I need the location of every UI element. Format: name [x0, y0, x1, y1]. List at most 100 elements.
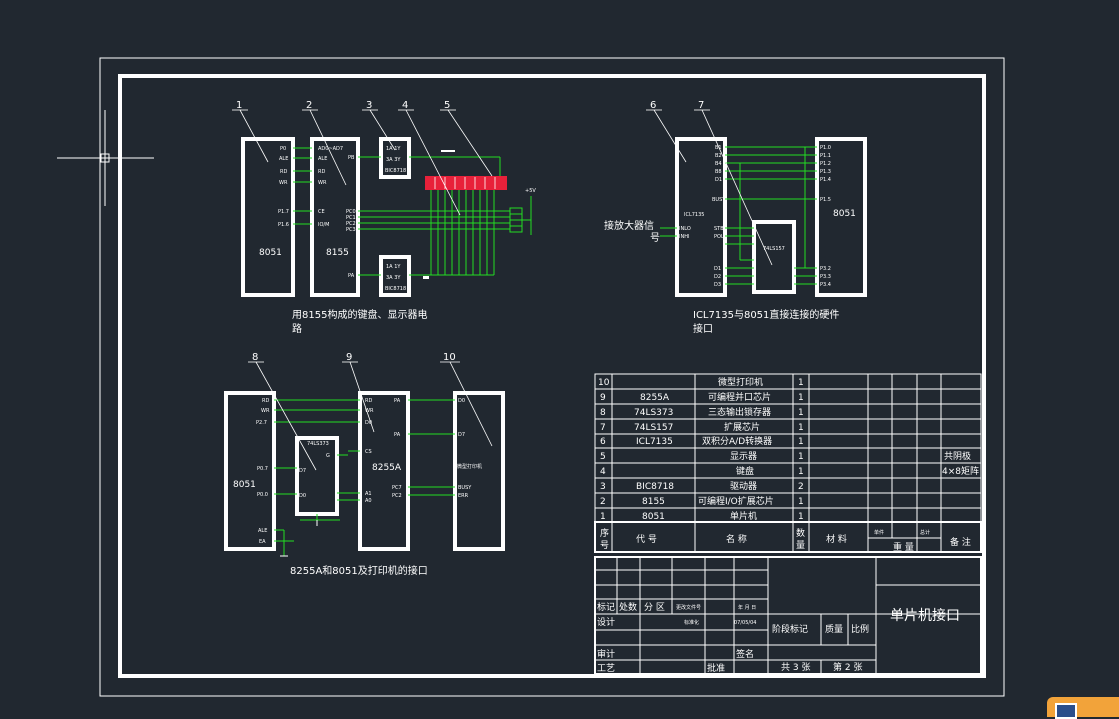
- svg-text:2: 2: [600, 497, 606, 507]
- crosshair-cursor: [57, 110, 154, 206]
- svg-text:BUSY: BUSY: [458, 485, 472, 491]
- svg-text:设计: 设计: [597, 616, 615, 628]
- chip-74ls373[interactable]: [295, 436, 339, 516]
- svg-text:74LS373: 74LS373: [307, 441, 329, 447]
- svg-text:三态输出锁存器: 三态输出锁存器: [708, 406, 771, 418]
- svg-text:8: 8: [600, 408, 606, 418]
- circuit-adc: ICL7135 B1 B2 B4 B8 D1 BUSY STB POL D1 D…: [604, 137, 867, 335]
- svg-text:键盘: 键盘: [736, 465, 754, 477]
- svg-text:总计: 总计: [920, 529, 930, 536]
- svg-text:D2: D2: [714, 274, 721, 280]
- bom-table[interactable]: [594, 373, 982, 553]
- svg-text:PA: PA: [394, 432, 401, 438]
- svg-text:8155: 8155: [326, 248, 349, 258]
- svg-text:5: 5: [600, 452, 606, 462]
- svg-text:2: 2: [798, 482, 804, 492]
- svg-text:1: 1: [798, 497, 804, 507]
- keyboard-matrix[interactable]: [358, 156, 532, 276]
- svg-text:驱动器: 驱动器: [730, 481, 757, 492]
- chip-8051-c[interactable]: [224, 391, 276, 551]
- svg-text:ERR: ERR: [458, 493, 469, 499]
- svg-text:1: 1: [798, 423, 804, 433]
- svg-text:1: 1: [798, 393, 804, 403]
- svg-text:显示器: 显示器: [730, 451, 757, 462]
- svg-text:8051: 8051: [233, 480, 256, 490]
- svg-text:1: 1: [798, 378, 804, 388]
- svg-text:EA: EA: [259, 539, 266, 545]
- svg-text:P0.0: P0.0: [257, 492, 268, 498]
- svg-text:3: 3: [366, 100, 372, 111]
- svg-text:量: 量: [796, 540, 805, 551]
- chip-bic8718-bottom[interactable]: [379, 255, 411, 297]
- seven-segment-display[interactable]: [425, 176, 507, 190]
- svg-text:3A 3Y: 3A 3Y: [386, 275, 401, 281]
- svg-text:WR: WR: [318, 180, 327, 186]
- chip-8051-a[interactable]: [241, 137, 295, 297]
- svg-text:分 区: 分 区: [644, 602, 665, 613]
- svg-text:7: 7: [698, 100, 704, 111]
- svg-text:RD: RD: [280, 169, 287, 175]
- svg-text:审计: 审计: [597, 648, 615, 660]
- svg-text:材 料: 材 料: [826, 533, 847, 545]
- svg-text:可编程并口芯片: 可编程并口芯片: [708, 391, 771, 403]
- svg-text:CS: CS: [365, 449, 372, 455]
- svg-text:更改文件号: 更改文件号: [676, 604, 701, 611]
- chip-icl7135[interactable]: [675, 137, 727, 297]
- svg-text:G: G: [326, 453, 330, 459]
- svg-text:工艺: 工艺: [597, 663, 615, 674]
- title-block-text: 单片机接口 标记 处数 分 区 更改文件号 年 月 日 设计 标准化 07/05…: [597, 601, 960, 674]
- svg-text:D7: D7: [299, 468, 306, 474]
- svg-text:1: 1: [798, 408, 804, 418]
- svg-text:P1.2: P1.2: [820, 161, 831, 167]
- svg-text:BUSY: BUSY: [712, 197, 726, 203]
- svg-text:比例: 比例: [851, 623, 869, 635]
- svg-text:8051: 8051: [833, 209, 856, 219]
- svg-text:WR: WR: [261, 408, 270, 414]
- svg-text:+5V: +5V: [525, 188, 536, 194]
- inner-frame-border: [118, 74, 986, 678]
- svg-text:PA: PA: [348, 273, 355, 279]
- outer-sheet-border: [99, 57, 1005, 697]
- svg-text:A1: A1: [365, 491, 372, 497]
- title-block[interactable]: [594, 556, 982, 675]
- svg-text:6: 6: [600, 437, 606, 447]
- circuit-keyboard-display: 8051 P0 ALE RD WR P1.7 P1.6 8155 AD0~AD7…: [241, 137, 536, 335]
- svg-text:8: 8: [252, 352, 258, 363]
- svg-text:阶段标记: 阶段标记: [772, 623, 808, 635]
- svg-text:P1.7: P1.7: [278, 209, 289, 215]
- svg-text:RD: RD: [262, 398, 269, 404]
- svg-text:1: 1: [798, 467, 804, 477]
- svg-text:1A 1Y: 1A 1Y: [386, 264, 401, 270]
- svg-text:P2.7: P2.7: [256, 420, 267, 426]
- svg-text:D3: D3: [714, 282, 721, 288]
- svg-text:标准化: 标准化: [684, 619, 699, 626]
- svg-text:D0: D0: [299, 493, 306, 499]
- chip-8155[interactable]: [310, 137, 360, 297]
- svg-text:名 称: 名 称: [726, 533, 747, 545]
- svg-text:微型打印机: 微型打印机: [718, 376, 763, 388]
- drawing-title: 单片机接口: [890, 607, 960, 624]
- svg-text:8051: 8051: [259, 248, 282, 258]
- svg-text:D7: D7: [458, 432, 465, 438]
- svg-text:74LS373: 74LS373: [634, 408, 673, 418]
- svg-text:双积分A/D转换器: 双积分A/D转换器: [702, 435, 772, 447]
- chip-bic8718-top[interactable]: [379, 137, 411, 179]
- chip-8051-b[interactable]: [815, 137, 867, 297]
- svg-text:路: 路: [292, 322, 302, 335]
- svg-text:4: 4: [600, 467, 606, 477]
- chip-8255a[interactable]: [358, 391, 410, 551]
- svg-text:1: 1: [798, 437, 804, 447]
- chip-74ls157[interactable]: [752, 220, 796, 294]
- printer[interactable]: [453, 391, 505, 551]
- svg-text:年 月 日: 年 月 日: [738, 604, 756, 611]
- svg-text:D0: D0: [365, 420, 372, 426]
- caption-circuit-3: 8255A和8051及打印机的接口: [290, 564, 428, 577]
- taskbar-corner-widget[interactable]: [1047, 697, 1119, 719]
- svg-text:ICL7135: ICL7135: [636, 437, 673, 447]
- circuit-printer: 8051 RD WR P2.7 P0.7 P0.0 ALE EA 74LS373…: [224, 391, 505, 577]
- svg-text:B8: B8: [715, 169, 722, 175]
- svg-text:1A 1Y: 1A 1Y: [386, 146, 401, 152]
- svg-text:WR: WR: [365, 408, 374, 414]
- svg-text:号: 号: [600, 540, 609, 551]
